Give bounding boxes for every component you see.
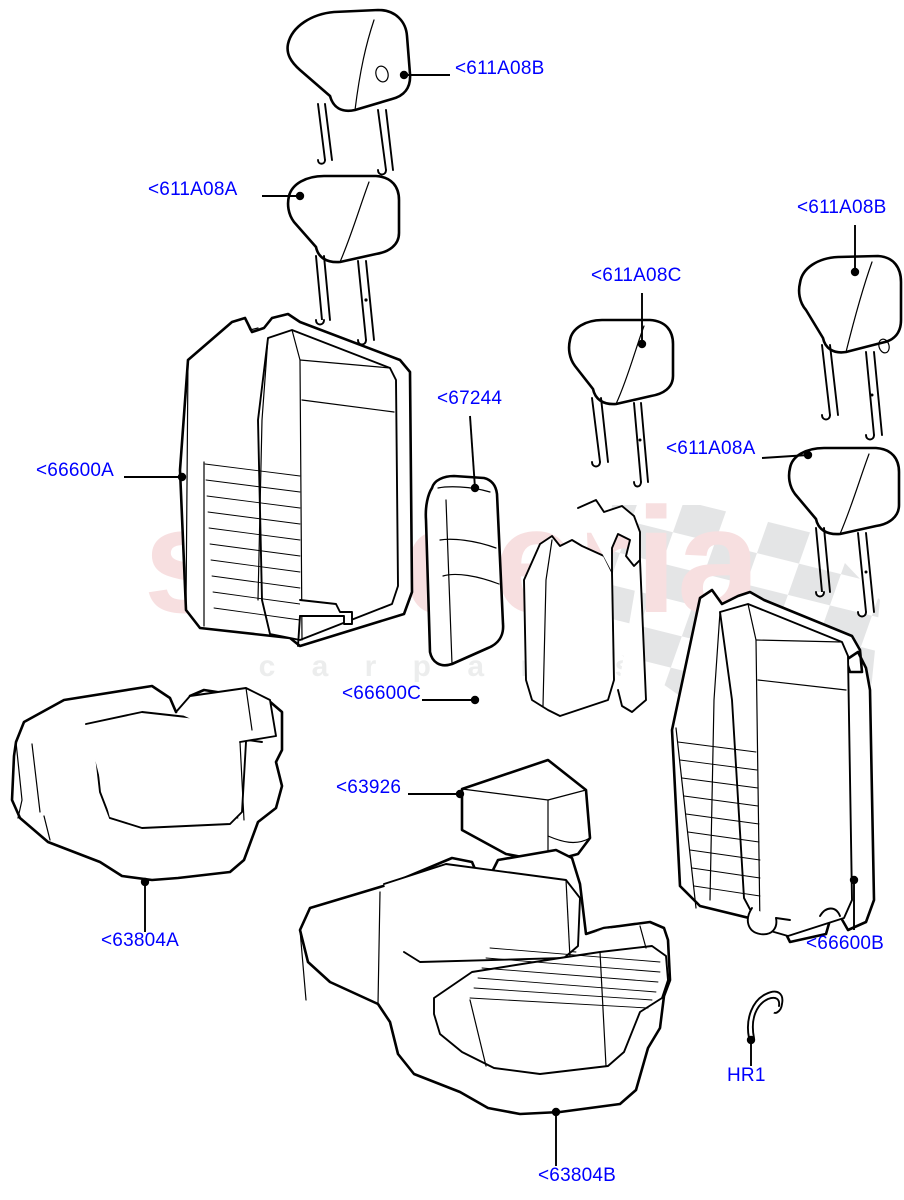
leader-lines xyxy=(124,70,860,1166)
part-label-63926: <63926 xyxy=(336,777,402,798)
part-label-66600C: <66600C xyxy=(342,683,422,704)
head-restraint-b-top xyxy=(286,8,412,176)
part-label-66600B: <66600B xyxy=(806,933,885,954)
part-label-611A08A-upper-left: <611A08A xyxy=(148,179,238,200)
part-label-67244: <67244 xyxy=(437,388,503,409)
seat-cushion-cover-left xyxy=(10,684,284,882)
seat-cushion-cover-center xyxy=(298,848,672,1116)
part-label-66600A: <66600A xyxy=(36,460,115,481)
seat-back-cover-right xyxy=(670,588,876,944)
head-restraint-b-right xyxy=(797,254,903,441)
part-label-611A08C-center: <611A08C xyxy=(591,265,682,286)
head-restraint-a-upper-left xyxy=(286,174,401,346)
part-label-611A08B-top: <611A08B xyxy=(455,58,545,79)
head-restraint-a-right xyxy=(787,446,901,618)
seat-back-cover-center xyxy=(523,499,647,717)
seat-back-cover-left xyxy=(178,312,414,648)
seat-cushion-pad-center xyxy=(460,758,592,864)
part-label-63804A: <63804A xyxy=(101,930,180,951)
part-label-63804B: <63804B xyxy=(538,1165,617,1186)
armrest-assembly xyxy=(424,474,505,667)
part-label-611A08B-right: <611A08B xyxy=(797,197,887,218)
part-label-HR1: HR1 xyxy=(727,1065,766,1086)
retaining-hook xyxy=(747,990,784,1039)
part-label-611A08A-right: <611A08A xyxy=(666,438,756,459)
head-restraint-c-center xyxy=(567,318,675,488)
